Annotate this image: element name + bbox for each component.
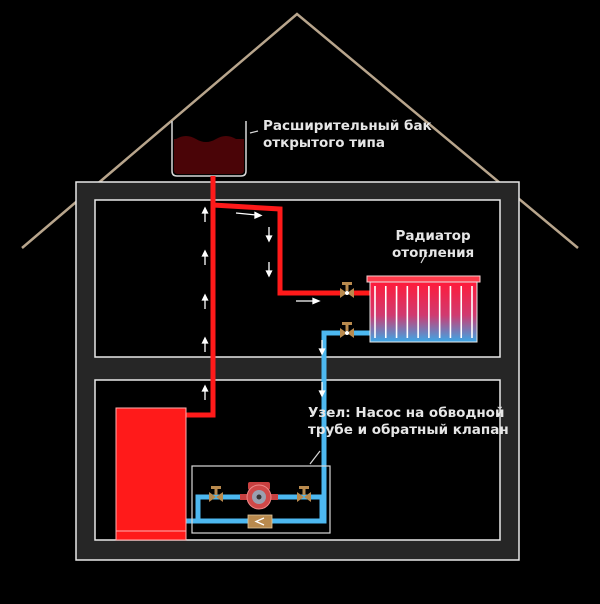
arrow-up-icon xyxy=(201,336,209,352)
radiator-label-line2: отопления xyxy=(392,245,475,261)
expansion-tank-label-line2: открытого типа xyxy=(263,135,385,151)
arrow-up-icon xyxy=(201,206,209,222)
radiator xyxy=(366,251,481,343)
roof xyxy=(21,12,579,249)
arrow-up-icon xyxy=(201,293,209,309)
pump-node-label-line1: Узел: Насос на обводной xyxy=(308,405,505,421)
circulation-pump-icon xyxy=(240,482,278,510)
expansion-tank xyxy=(171,121,259,177)
supply-pipes xyxy=(186,176,370,418)
ball-valve-return-icon xyxy=(340,322,354,338)
radiator-label: Радиатор отопления xyxy=(392,228,474,262)
ball-valve-bypass-right-icon xyxy=(297,486,311,502)
pump-node-label: Узел: Насос на обводной трубе и обратный… xyxy=(308,405,509,439)
arrow-down-icon xyxy=(318,340,326,356)
arrow-down-icon xyxy=(265,227,273,243)
arrow-down-icon xyxy=(318,382,326,398)
flow-arrows xyxy=(201,206,326,400)
arrow-up-icon xyxy=(201,249,209,265)
pump-node-label-line2: трубе и обратный клапан xyxy=(308,422,509,438)
arrow-right-icon xyxy=(235,211,263,219)
expansion-tank-label: Расширительный бак открытого типа xyxy=(263,118,432,152)
arrow-right-icon xyxy=(296,297,321,305)
ball-valve-supply-icon xyxy=(340,282,354,298)
arrow-down-icon xyxy=(265,262,273,278)
radiator-label-line1: Радиатор xyxy=(395,228,471,244)
check-valve-icon xyxy=(247,514,273,529)
boiler xyxy=(115,407,187,541)
expansion-tank-label-line1: Расширительный бак xyxy=(263,118,432,134)
ball-valve-bypass-left-icon xyxy=(209,486,223,502)
pump-node-frame xyxy=(191,465,331,534)
arrow-up-icon xyxy=(201,384,209,400)
